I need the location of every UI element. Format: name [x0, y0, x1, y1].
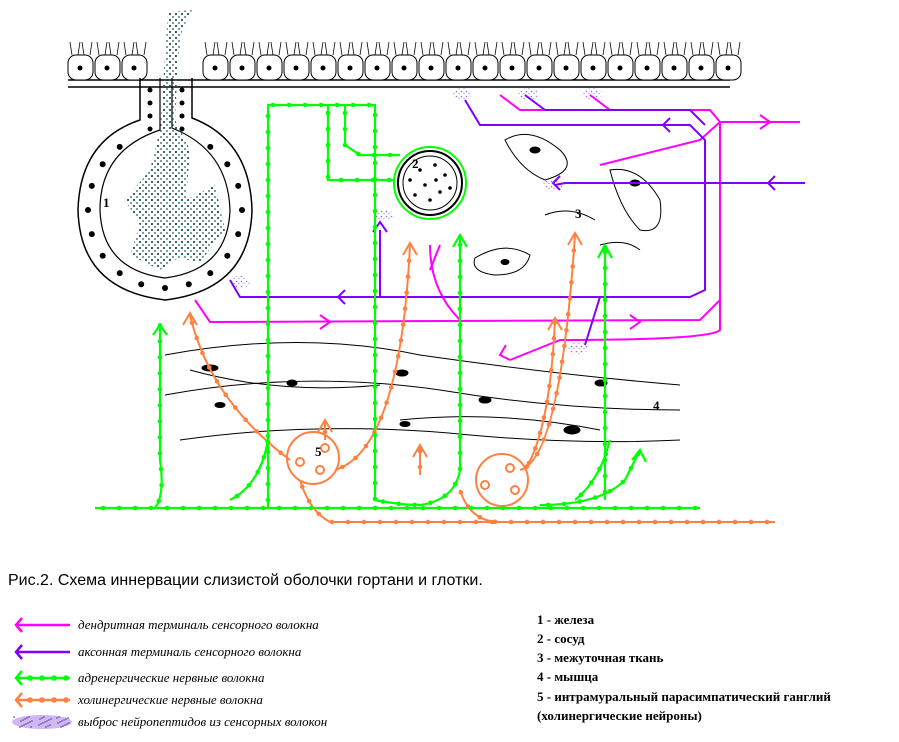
- legend-item: дендритная терминаль сенсорного волокна: [8, 615, 319, 635]
- epithelium: [67, 41, 742, 88]
- legend-label: холинергические нервные волокна: [78, 692, 263, 707]
- key-item: (холинергические нейроны): [537, 708, 702, 723]
- legend-item: выброс нейропептидов из сенсорных волоко…: [8, 712, 327, 732]
- vessel: 2: [393, 146, 467, 220]
- epithelial-cells: [67, 54, 742, 81]
- adrenergic-varicosities: [100, 102, 698, 511]
- legend-label: адренергические нервные волокна: [78, 670, 265, 685]
- key-item: 2 - сосуд: [537, 631, 585, 646]
- legend-swatch: [12, 715, 72, 729]
- legend-item: аксонная терминаль сенсорного волокна: [8, 642, 301, 662]
- label-interstitium: 3: [575, 206, 582, 221]
- legend-swatch: [14, 617, 70, 633]
- label-gland: 1: [103, 195, 110, 210]
- gland-secretion: [125, 10, 225, 270]
- figure-caption: Рис.2. Схема иннервации слизистой оболоч…: [8, 572, 483, 589]
- cilia: [69, 41, 741, 56]
- legend-swatch: [14, 644, 70, 660]
- label-ganglion: 5: [315, 444, 322, 459]
- key-item: 4 - мышца: [537, 669, 599, 684]
- label-muscle: 4: [653, 398, 660, 413]
- key-item: 5 - интрамуральный парасимпатический ган…: [537, 689, 831, 704]
- label-vessel: 2: [412, 156, 419, 171]
- legend-item: холинергические нервные волокна: [8, 690, 263, 710]
- interstitium: 3: [473, 133, 662, 276]
- cholinergic-fibers: [182, 231, 775, 523]
- ganglion: 5: [286, 431, 529, 507]
- key-item: 3 - межуточная ткань: [537, 650, 664, 665]
- muscle: 4: [164, 342, 681, 443]
- gland: 1: [77, 10, 253, 301]
- innervation-diagram: 1 2 3 4: [67, 10, 805, 525]
- legend-item: адренергические нервные волокна: [8, 668, 264, 688]
- legend-swatch: [14, 692, 70, 708]
- legend-label: аксонная терминаль сенсорного волокна: [78, 644, 302, 659]
- dendritic-fibers: [194, 94, 800, 361]
- legend-label: дендритная терминаль сенсорного волокна: [78, 617, 319, 632]
- legend-label: выброс нейропептидов из сенсорных волоко…: [78, 714, 328, 729]
- neuropeptide-release: [230, 88, 602, 354]
- key-item: 1 - железа: [537, 612, 595, 627]
- legend-swatch: [14, 670, 70, 686]
- axonal-fibers: [229, 94, 805, 346]
